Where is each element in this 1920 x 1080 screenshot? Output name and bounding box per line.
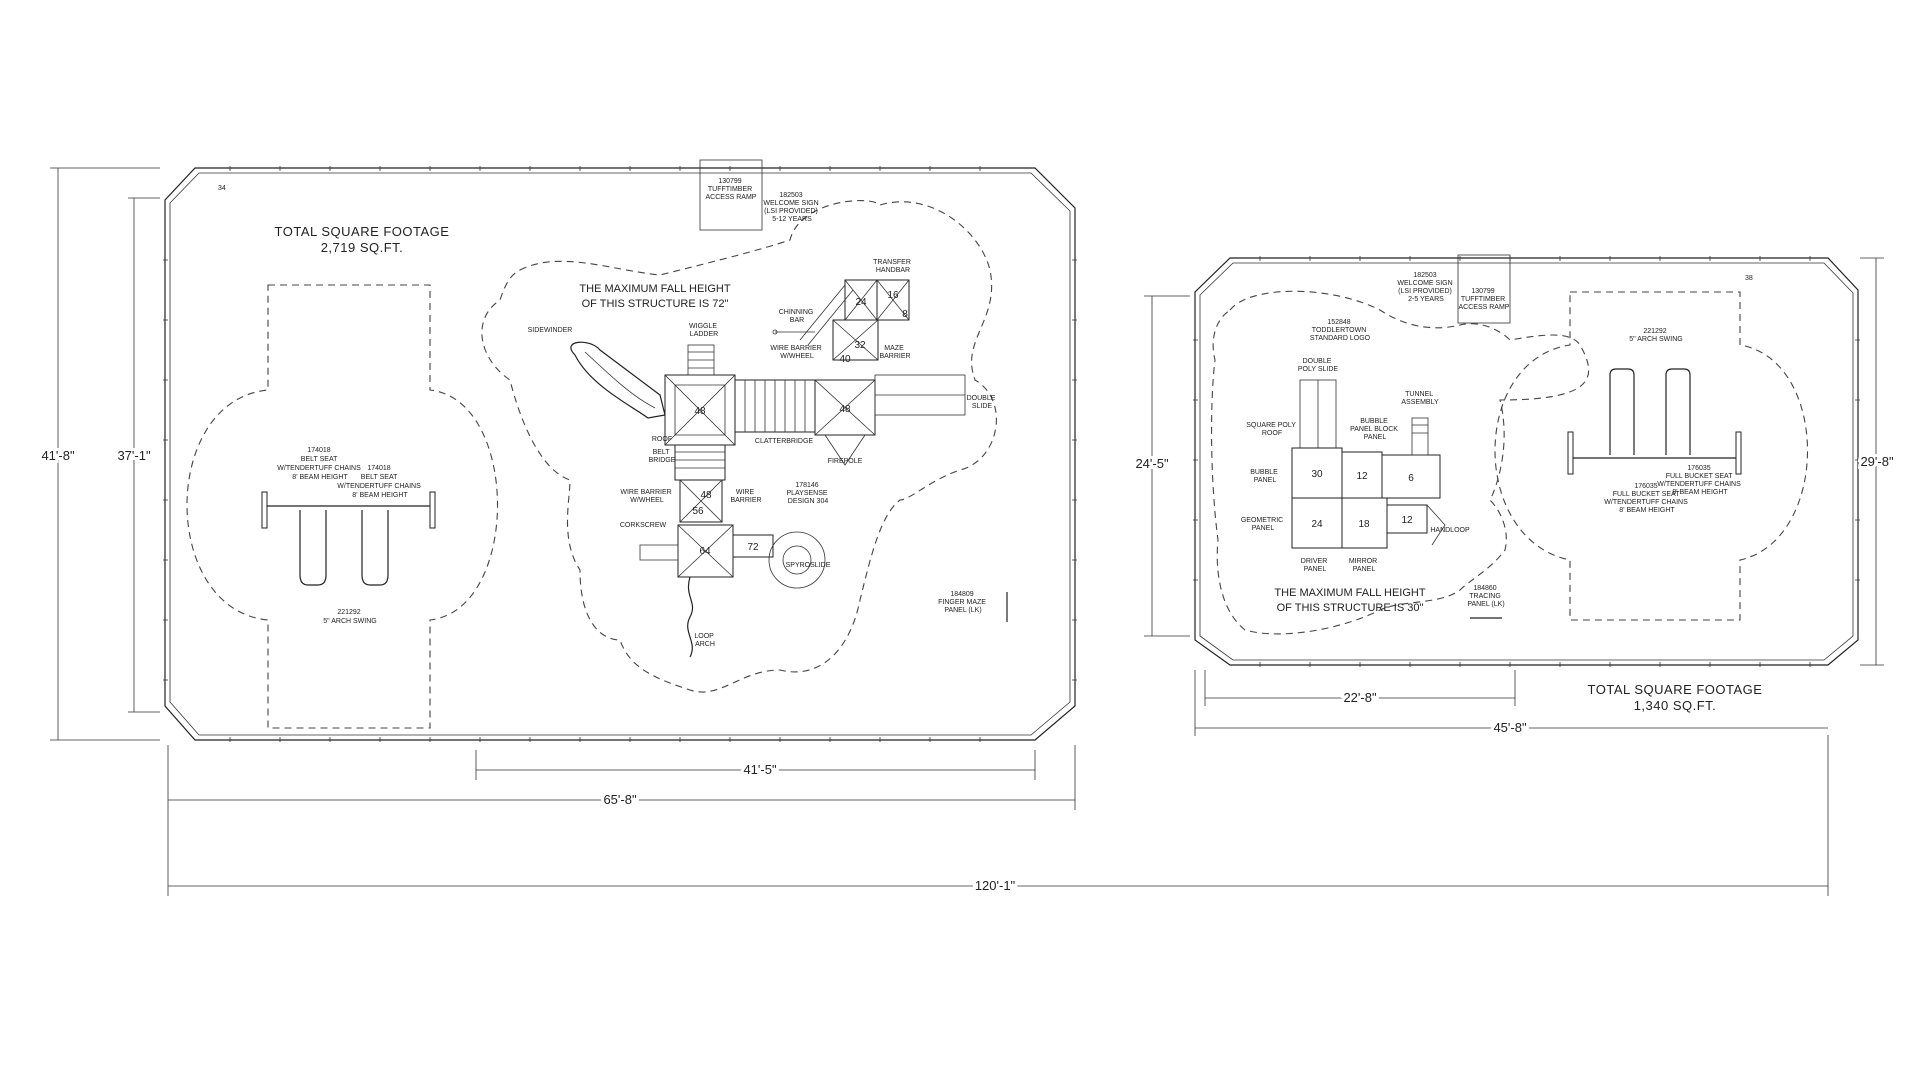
right-swing-label: 221292 5" ARCH SWING [1629,328,1682,343]
svg-text:WIRE BARRIER W/WHEEL: WIRE BARRIER W/WHEEL [620,489,673,504]
svg-text:176035 FULL BUCKET SEA: 176035 FULL BUCKET SEAT W/TENDERTUFF CHA… [1604,483,1689,514]
right-structure-use-zone [1211,290,1590,635]
deck-48-a: 48 [694,406,706,417]
svg-text:BELT BRIDGE: BELT BRIDGE [649,449,676,464]
dim-left-width: 65'-8" [603,792,637,807]
dim-right-height-outer: 29'-8" [1860,454,1894,469]
svg-text:72: 72 [747,542,759,553]
dimension-lines: 41'-8" 37'-1" 41'-5" 65'-8" 120'-1" 29'-… [38,167,1897,896]
left-fall-height-line2: OF THIS STRUCTURE IS 72" [582,298,729,310]
left-belt-seat-label-b: 174018 BELT SEAT W/TENDERTUFF CHAINS 8' … [337,465,422,499]
svg-text:HANDLOOP: HANDLOOP [1430,527,1470,534]
svg-text:184860 TRACING: 184860 TRACING PANEL (LK) [1467,585,1504,608]
right-corner-number: 38 [1745,275,1753,282]
svg-text:182503 WELCOME SIGN: 182503 WELCOME SIGN (LSI PROVIDED) 5-12 … [763,192,820,223]
svg-text:152848 TODDLERTOWN: 152848 TODDLERTOWN STANDARD LOGO [1310,319,1371,342]
svg-text:24: 24 [855,297,867,308]
svg-text:WIRE BARRIER W/WHEEL: WIRE BARRIER W/WHEEL [770,345,823,360]
svg-text:DOUBLE POLY SLIDE: DOUBLE POLY SLIDE [1298,358,1339,373]
right-swing-frame [1567,368,1742,475]
svg-text:BUBBLE PANEL BLOCK: BUBBLE PANEL BLOCK PANEL [1350,418,1400,441]
svg-text:56: 56 [692,506,704,517]
left-swing-frame [261,491,436,586]
svg-text:8: 8 [902,309,908,320]
left-corner-number: 34 [218,185,226,192]
svg-text:MIRROR PANEL: MIRROR PANEL [1349,558,1379,573]
left-structure-use-zone [481,200,997,693]
svg-text:TUNNEL ASSEMBLY: TUNNEL ASSEMBLY [1401,391,1439,406]
svg-text:MAZE BARRIER: MAZE BARRIER [879,345,910,360]
svg-text:6: 6 [1408,473,1414,484]
svg-text:184809 FINGER MAZE: 184809 FINGER MAZE PANEL (LK) [938,591,988,614]
svg-text:SQUARE POLY ROOF: SQUARE POLY ROOF [1246,422,1298,437]
dim-left-height-outer: 41'-8" [41,448,75,463]
left-play-area: 34 TOTAL SQUARE FOOTAGE 2,719 SQ.FT. 174… [163,159,1077,742]
svg-text:18: 18 [1358,519,1370,530]
svg-text:12: 12 [1356,471,1368,482]
right-sqft-title: TOTAL SQUARE FOOTAGE [1588,682,1763,697]
svg-text:40: 40 [839,354,851,365]
dim-left-structure-width: 41'-5" [743,762,777,777]
svg-text:24: 24 [1311,519,1323,530]
svg-text:130799 TUFFTIMBER: 130799 TUFFTIMBER ACCESS RAMP [1459,288,1510,311]
svg-text:WIGGLE LADDER: WIGGLE LADDER [689,323,719,338]
dim-right-structure-width: 22'-8" [1343,690,1377,705]
svg-text:182503 WELCOME SIGN: 182503 WELCOME SIGN (LSI PROVIDED) 2-5 Y… [1397,272,1454,303]
left-fall-height-line1: THE MAXIMUM FALL HEIGHT [579,283,730,295]
right-play-structure: 30 12 6 24 18 12 [1291,379,1446,549]
svg-text:DRIVER PANEL: DRIVER PANEL [1301,558,1329,573]
svg-text:48: 48 [700,490,712,501]
svg-text:64: 64 [699,546,711,557]
dim-total-width: 120'-1" [975,878,1016,893]
dim-left-height-inner: 37'-1" [117,448,151,463]
left-swing-use-zone [186,284,499,729]
svg-text:CORKSCREW: CORKSCREW [620,522,667,529]
svg-text:FIREPOLE: FIREPOLE [828,458,863,465]
svg-text:12: 12 [1401,515,1413,526]
svg-text:SPYROSLIDE: SPYROSLIDE [786,562,831,569]
svg-text:ROOF: ROOF [652,436,672,443]
svg-text:32: 32 [854,340,866,351]
svg-text:BUBBLE PANEL: BUBBLE PANEL [1250,469,1280,484]
svg-text:CHINNING BAR: CHINNING BAR [779,309,816,324]
left-play-structure: 48 48 24 16 8 32 40 [570,279,1008,658]
dim-right-height-inner: 24'-5" [1135,456,1169,471]
left-component-labels: 130799 TUFFTIMBER ACCESS RAMP 182503 WEL… [528,178,998,648]
svg-text:TRANSFER HANDBAR: TRANSFER HANDBAR [873,259,913,274]
right-fall-height-line1: THE MAXIMUM FALL HEIGHT [1274,587,1425,599]
svg-text:SIDEWINDER: SIDEWINDER [528,327,573,334]
right-fall-height-line2: OF THIS STRUCTURE IS 30" [1277,602,1424,614]
left-border-posts [163,166,1077,742]
left-access-ramp [699,159,763,231]
left-swing-label: 221292 5" ARCH SWING [323,609,376,625]
dim-right-width: 45'-8" [1493,720,1527,735]
left-sqft-value: 2,719 SQ.FT. [321,240,404,255]
svg-text:16: 16 [887,290,899,301]
right-play-area: 38 THE MAXIMUM FALL HEIGHT OF THIS STRUC… [1193,254,1860,713]
deck-48-b: 48 [839,404,851,415]
svg-text:WIRE BARRIER: WIRE BARRIER [730,489,761,504]
svg-text:178146 PLAYSENSE: 178146 PLAYSENSE DESIGN 304 [786,482,829,505]
left-area-border [164,167,1076,741]
right-access-ramp [1457,254,1511,324]
right-component-labels: 182503 WELCOME SIGN (LSI PROVIDED) 2-5 Y… [1241,272,1742,619]
svg-text:CLATTERBRIDGE: CLATTERBRIDGE [755,438,814,445]
svg-text:176035 FULL BUCKET SEA: 176035 FULL BUCKET SEAT W/TENDERTUFF CHA… [1657,465,1742,496]
svg-text:30: 30 [1311,469,1323,480]
svg-text:LOOP ARCH: LOOP ARCH [694,633,715,648]
svg-text:GEOMETRIC PANEL: GEOMETRIC PANEL [1241,517,1285,532]
right-border-posts [1193,256,1860,667]
left-sqft-title: TOTAL SQUARE FOOTAGE [275,224,450,239]
svg-text:130799 TUFFTIMBER: 130799 TUFFTIMBER ACCESS RAMP [706,178,757,201]
right-sqft-value: 1,340 SQ.FT. [1634,698,1717,713]
right-area-border [1194,257,1859,666]
left-belt-seat-label-a: 174018 BELT SEAT W/TENDERTUFF CHAINS 8' … [277,447,362,481]
svg-text:DOUBLE SLIDE: DOUBLE SLIDE [967,395,998,410]
right-swing-use-zone [1494,291,1809,621]
